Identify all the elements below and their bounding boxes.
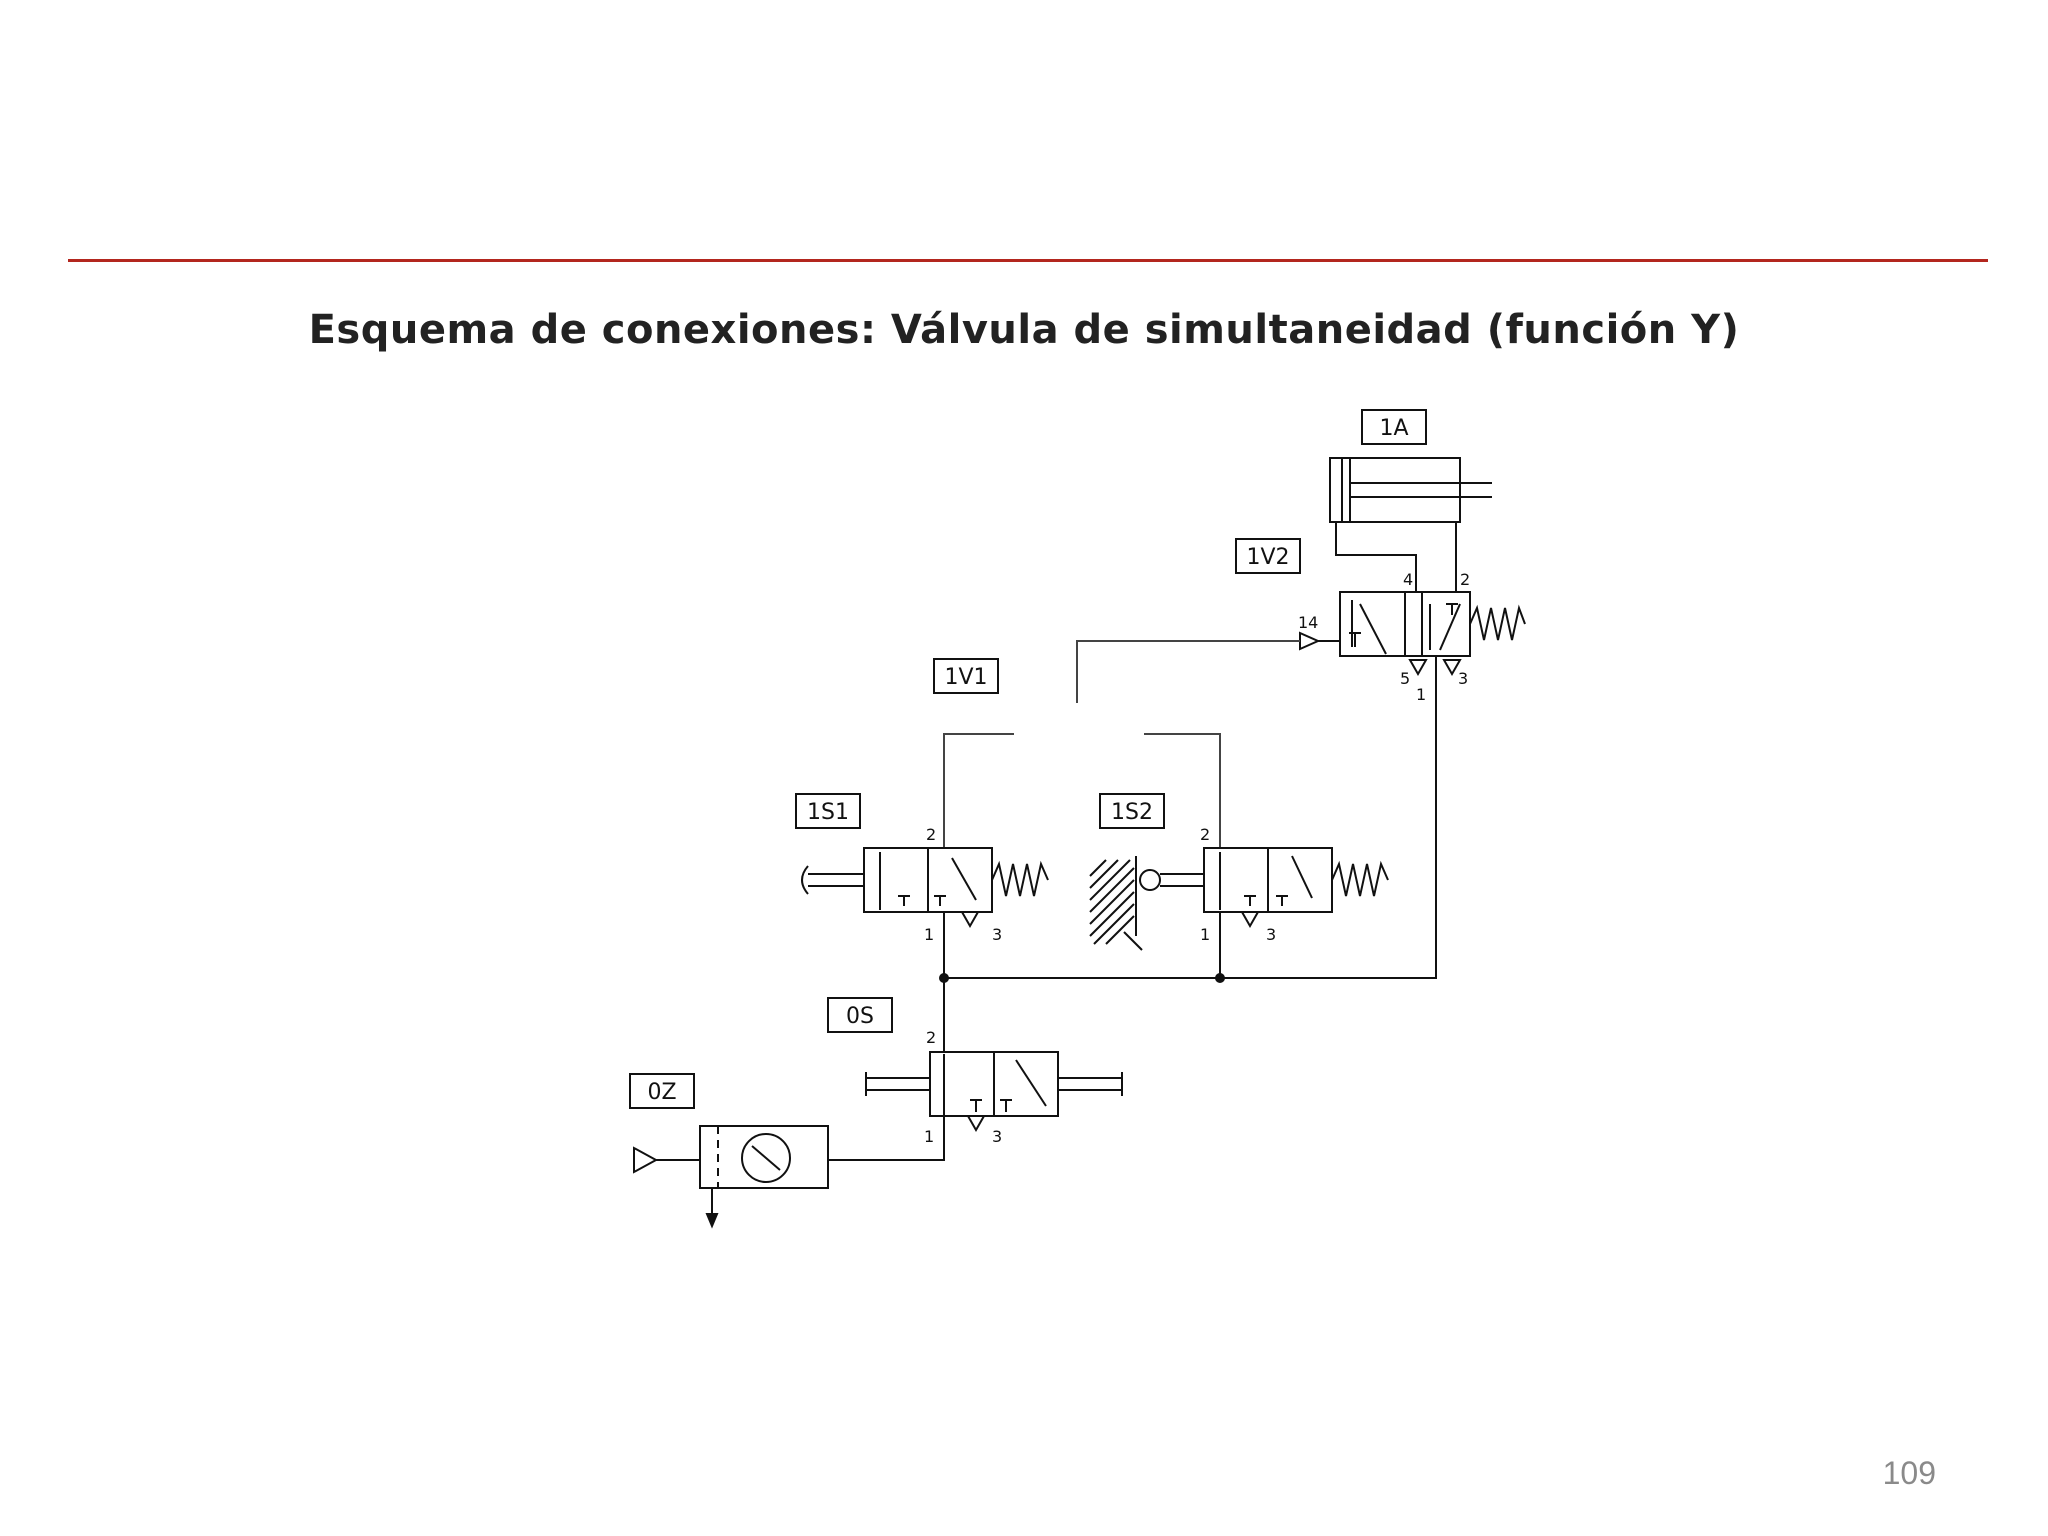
and-valve-1V1-label-box	[933, 658, 999, 694]
pressure-gauge	[741, 1133, 791, 1183]
line-1S1-to-1V1	[943, 733, 1014, 848]
service-unit-0Z	[629, 1073, 829, 1229]
label-1S1: 1S1	[807, 800, 849, 825]
line-1V1-to-pilot	[1076, 640, 1300, 703]
port-1S1-3: 3	[992, 925, 1002, 944]
port-0S-2: 2	[926, 1028, 936, 1047]
port-1V2-1: 1	[1416, 685, 1426, 704]
cylinder-1A	[1329, 409, 1492, 523]
line-0Z-to-0S	[828, 1116, 945, 1161]
port-0S-3: 3	[992, 1127, 1002, 1146]
valve-1S2	[1089, 793, 1389, 951]
page-number: 109	[1882, 1455, 1936, 1491]
roller	[1139, 869, 1161, 891]
port-1S1-1: 1	[924, 925, 934, 944]
title-divider-rule	[68, 259, 1988, 262]
line-1S2-to-1V1	[1144, 733, 1221, 848]
cam-hatching	[1089, 859, 1143, 951]
valve-1S1-label-box	[795, 793, 861, 829]
cylinder-1A-label-box	[1361, 409, 1427, 445]
port-1S2-2: 2	[1200, 825, 1210, 844]
port-1V2-14: 14	[1298, 613, 1318, 632]
valve-1V2	[1235, 538, 1526, 680]
slide-title: Esquema de conexiones: Válvula de simult…	[308, 307, 1740, 353]
valve-1S1-spring	[991, 860, 1049, 897]
valve-1V2-label-box	[1235, 538, 1301, 574]
valve-1S2-spring	[1331, 860, 1389, 897]
line-port-4	[1335, 522, 1417, 592]
port-1V2-5: 5	[1400, 669, 1410, 688]
exhaust-5	[1408, 659, 1428, 677]
valve-1S1	[795, 793, 1049, 929]
port-1V2-2: 2	[1460, 570, 1470, 589]
junction-right	[1215, 973, 1225, 983]
supply-manifold	[944, 680, 1437, 979]
port-1S2-1: 1	[1200, 925, 1210, 944]
label-1V2: 1V2	[1246, 545, 1289, 570]
port-0S-1: 1	[924, 1127, 934, 1146]
valve-1S2-label-box	[1099, 793, 1165, 829]
valve-0S	[827, 997, 1123, 1133]
port-1S1-2: 2	[926, 825, 936, 844]
service-unit-0Z-label-box	[629, 1073, 695, 1109]
port-1V2-4: 4	[1403, 570, 1413, 589]
label-1V1: 1V1	[944, 665, 987, 690]
port-1S2-3: 3	[1266, 925, 1276, 944]
push-button-head	[801, 865, 809, 895]
valve-1V2-spring	[1469, 604, 1526, 641]
cylinder-body	[1329, 457, 1461, 523]
label-0S: 0S	[846, 1004, 874, 1029]
port-1V2-3: 3	[1458, 669, 1468, 688]
label-0Z: 0Z	[647, 1080, 676, 1105]
label-1S2: 1S2	[1111, 800, 1153, 825]
air-source-triangle	[633, 1146, 659, 1174]
exhaust-3	[1442, 659, 1462, 677]
valve-0S-label-box	[827, 997, 893, 1033]
label-1A: 1A	[1379, 416, 1408, 441]
and-valve-1V1	[933, 658, 999, 694]
pilot-triangle-14	[1299, 631, 1321, 651]
